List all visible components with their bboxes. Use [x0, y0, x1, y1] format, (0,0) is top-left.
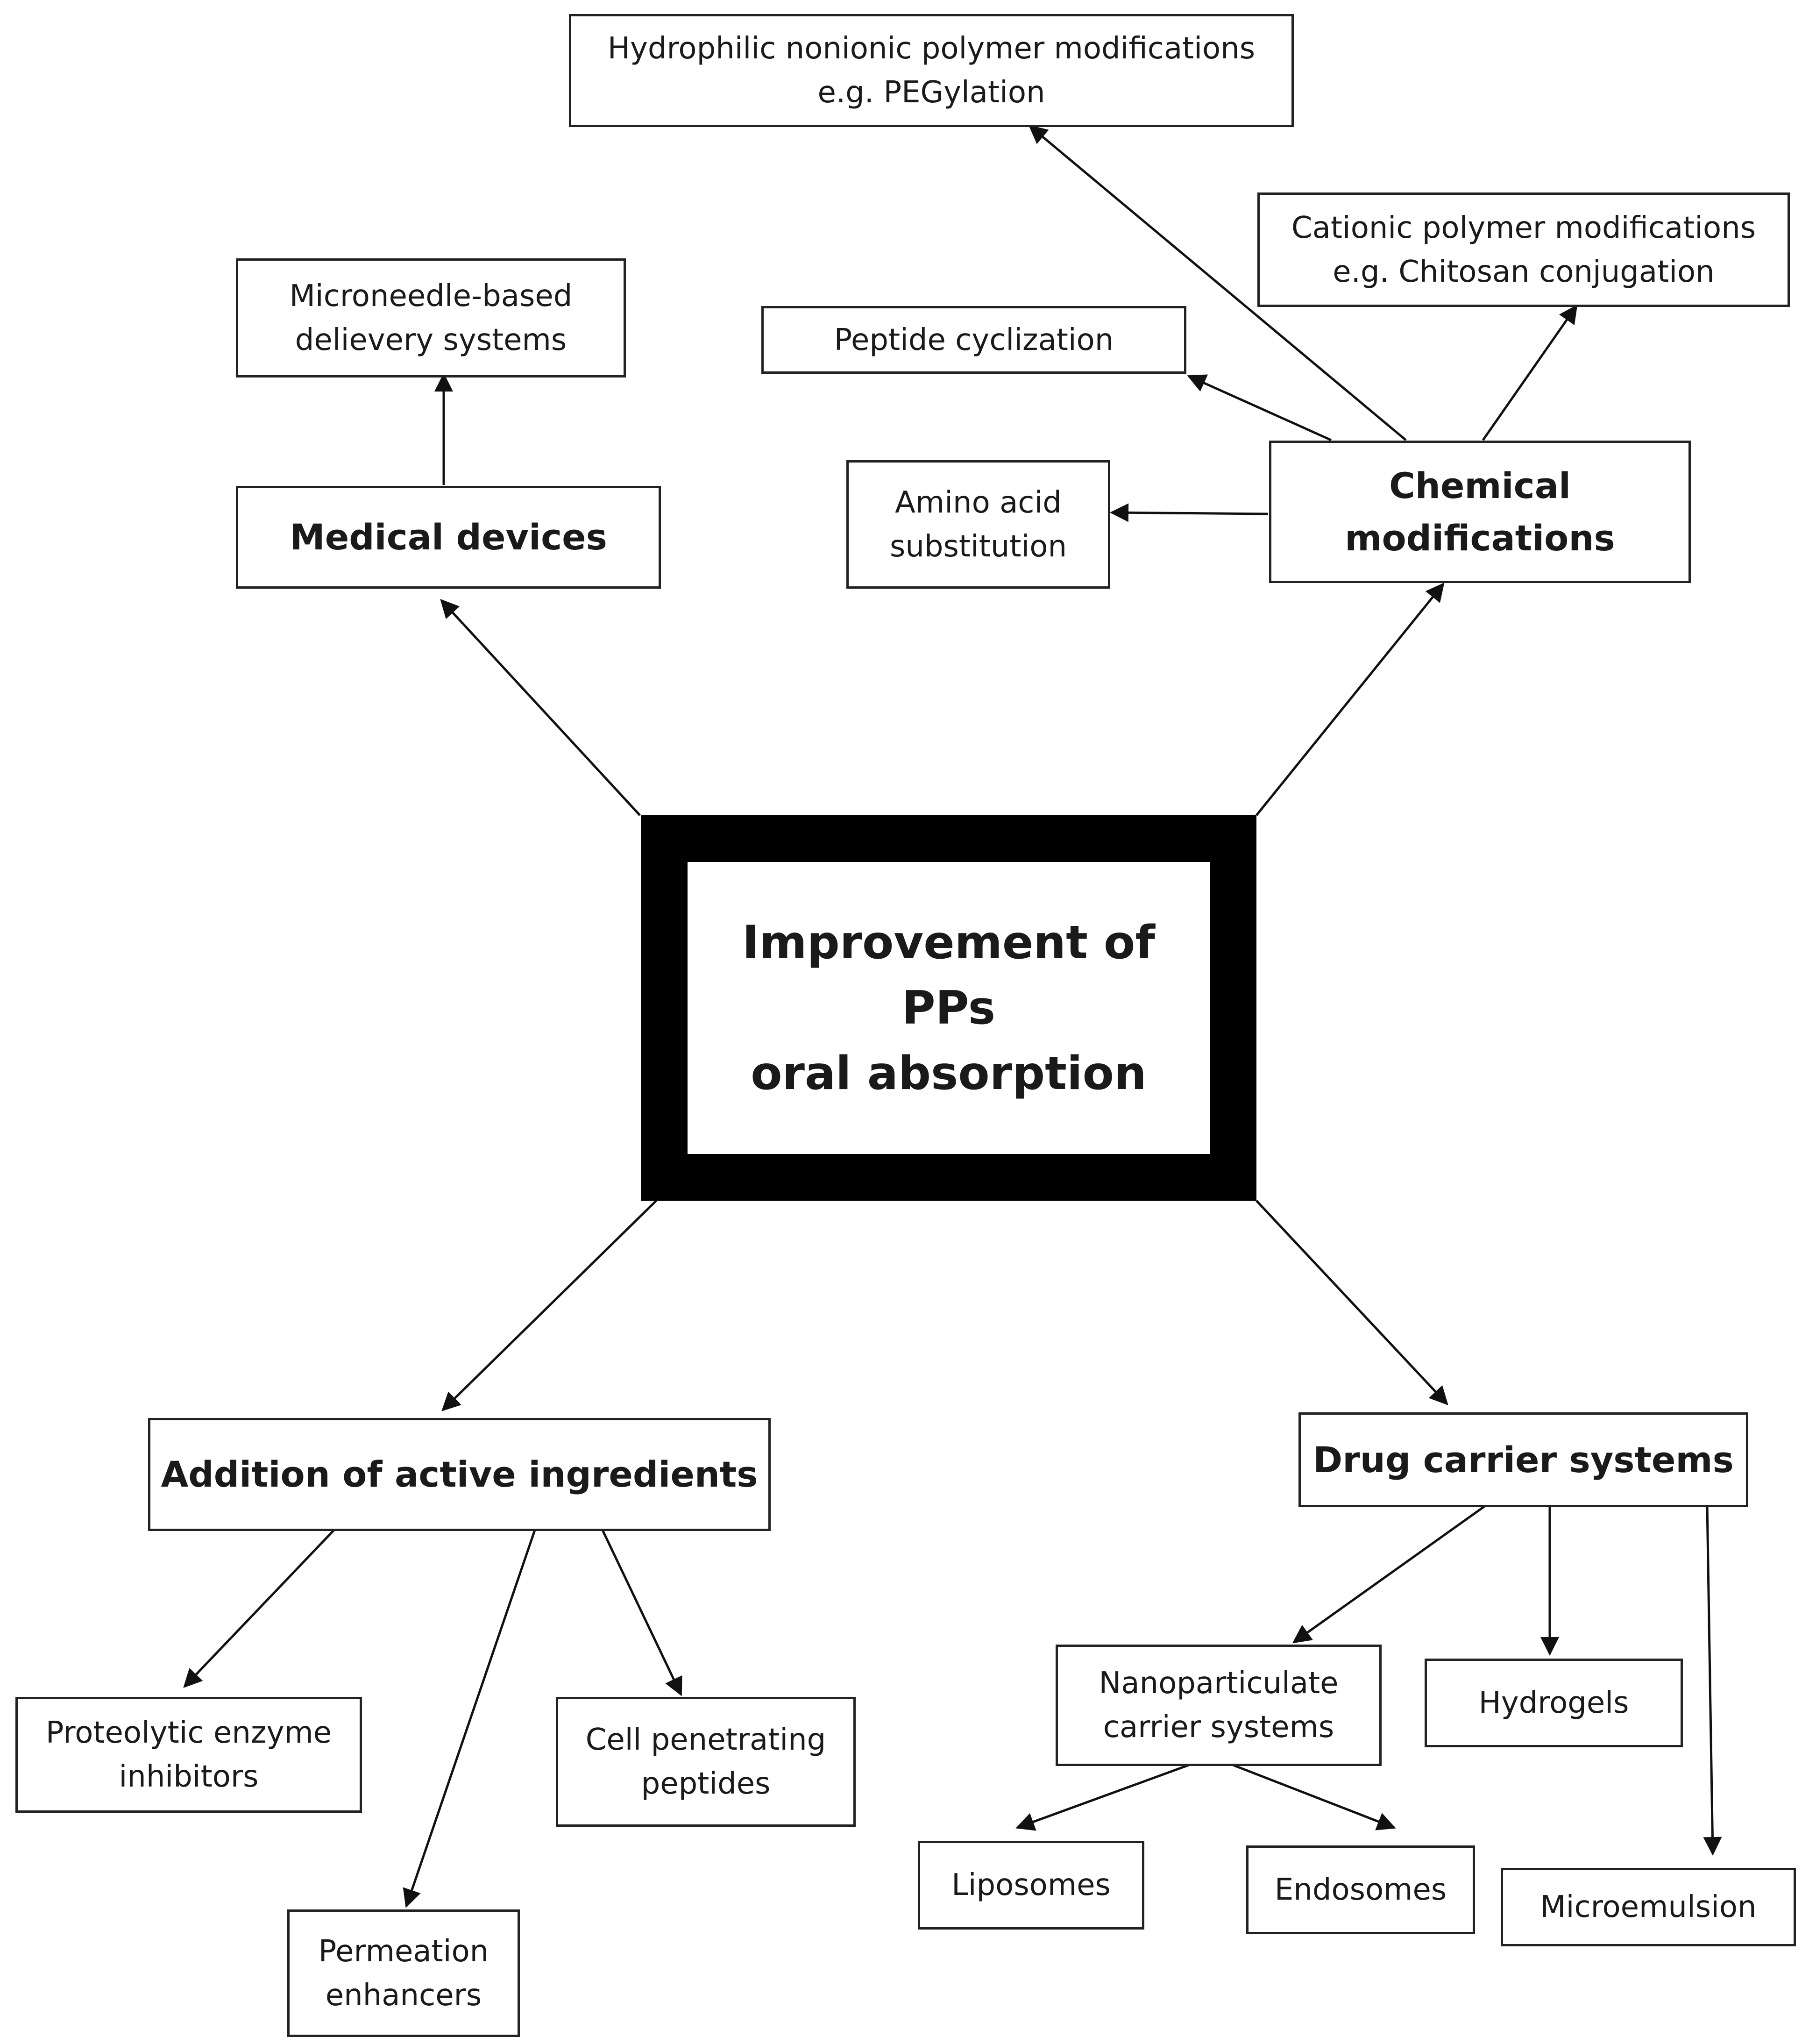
proteolytic-enzyme-inhibitors-label: Proteolytic enzyme inhibitors	[45, 1716, 332, 1794]
nanoparticulate-carrier-systems-label: Nanoparticulate carrier systems	[1099, 1666, 1339, 1745]
drug-carrier-systems-label: Drug carrier systems	[1313, 1439, 1734, 1481]
cationic-polymer-label: Cationic polymer modifications e.g. Chit…	[1291, 210, 1756, 289]
peptide-cyclization-label: Peptide cyclization	[834, 322, 1114, 357]
medical-devices-box: Medical devices	[236, 486, 661, 589]
permeation-enhancers-box: Permeation enhancers	[287, 1909, 520, 2037]
microneedle-label: Microneedle-based delievery systems	[289, 278, 573, 357]
arrow-center-to-chemical-modifications	[1256, 582, 1445, 816]
proteolytic-enzyme-inhibitors-box: Proteolytic enzyme inhibitors	[15, 1697, 362, 1813]
arrow-addition-to-cell-penetrating	[601, 1529, 682, 1696]
cell-penetrating-peptides-box: Cell penetrating peptides	[556, 1697, 856, 1827]
microemulsion-label: Microemulsion	[1540, 1890, 1757, 1924]
arrow-chemical-to-amino-acid	[1110, 503, 1269, 522]
endosomes-box: Endosomes	[1246, 1845, 1475, 1934]
liposomes-box: Liposomes	[918, 1841, 1144, 1930]
microneedle-box: Microneedle-based delievery systems	[236, 258, 626, 377]
arrow-center-to-addition	[441, 1200, 657, 1411]
addition-of-active-ingredients-label: Addition of active ingredients	[161, 1453, 758, 1495]
central-topic-box: Improvement of PPs oral absorption	[641, 815, 1256, 1201]
arrow-drug-carrier-to-microemulsion	[1703, 1505, 1722, 1856]
hydrophilic-polymer-label: Hydrophilic nonionic polymer modificatio…	[607, 31, 1256, 110]
amino-acid-substitution-label: Amino acid substitution	[890, 485, 1067, 564]
medical-devices-label: Medical devices	[290, 516, 607, 558]
nanoparticulate-carrier-systems-box: Nanoparticulate carrier systems	[1056, 1645, 1382, 1766]
drug-carrier-systems-box: Drug carrier systems	[1298, 1412, 1748, 1507]
arrow-drug-carrier-to-nanoparticulate	[1292, 1504, 1486, 1644]
hydrogels-label: Hydrogels	[1478, 1686, 1629, 1720]
endosomes-label: Endosomes	[1274, 1873, 1447, 1907]
addition-of-active-ingredients-box: Addition of active ingredients	[148, 1418, 771, 1531]
chemical-modifications-label: Chemical modifications	[1345, 464, 1615, 559]
arrow-chemical-to-cationic	[1482, 304, 1578, 441]
cell-penetrating-peptides-label: Cell penetrating peptides	[585, 1723, 826, 1801]
microemulsion-box: Microemulsion	[1501, 1868, 1796, 1946]
arrow-center-to-medical-devices	[440, 599, 641, 816]
arrow-chemical-to-hydrophilic	[1028, 125, 1407, 441]
arrow-nanoparticulate-to-endosomes	[1233, 1764, 1396, 1830]
peptide-cyclization-box: Peptide cyclization	[761, 306, 1186, 374]
hydrophilic-polymer-box: Hydrophilic nonionic polymer modificatio…	[569, 14, 1294, 127]
arrow-addition-to-proteolytic	[183, 1529, 335, 1688]
arrow-addition-to-permeation	[403, 1530, 536, 1908]
arrow-nanoparticulate-to-liposomes	[1015, 1764, 1189, 1831]
cationic-polymer-box: Cationic polymer modifications e.g. Chit…	[1257, 192, 1790, 307]
arrow-chemical-to-peptide-cyclization	[1187, 374, 1332, 442]
arrow-center-to-drug-carrier	[1256, 1200, 1448, 1405]
liposomes-label: Liposomes	[951, 1868, 1111, 1902]
permeation-enhancers-label: Permeation enhancers	[318, 1934, 489, 2013]
chemical-modifications-box: Chemical modifications	[1269, 441, 1691, 583]
central-topic-label: Improvement of PPs oral absorption	[742, 916, 1155, 1100]
amino-acid-substitution-box: Amino acid substitution	[846, 460, 1110, 589]
hydrogels-box: Hydrogels	[1425, 1659, 1683, 1747]
